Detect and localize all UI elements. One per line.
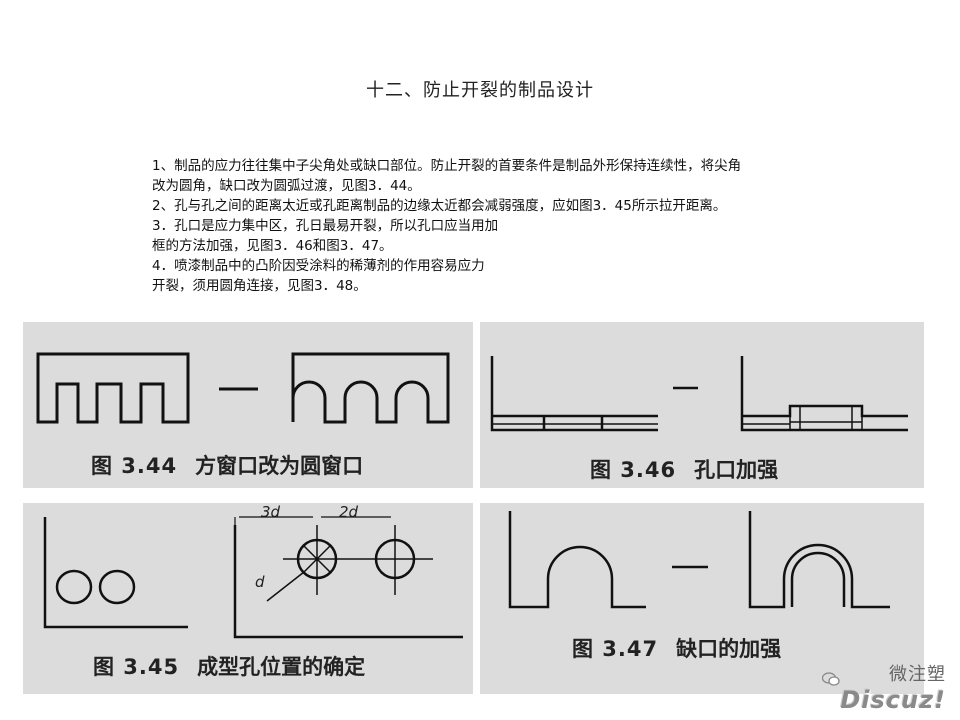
paragraph-line: 3．孔口是应力集中区，孔日最易开裂，所以孔口应当用加 [152, 218, 499, 234]
paragraph-line: 4．喷漆制品中的凸阶因受涂料的稀薄剂的作用容易应力 [152, 258, 485, 274]
fig-3-45-number: 图 3.45 [93, 655, 180, 679]
figure-3-46: 图 3.46 孔口加强 [480, 322, 924, 488]
fig-3-47-drawing [508, 511, 890, 609]
fig-3-47-caption: 图 3.47 缺口的加强 [572, 633, 781, 663]
fig-3-44-title: 方窗口改为圆窗口 [195, 454, 364, 478]
dim-2d-label: 2d [339, 503, 359, 521]
paragraph-line: 框的方法加强，见图3．46和图3．47。 [152, 238, 393, 254]
fig-3-45-title: 成型孔位置的确定 [197, 655, 366, 679]
fig-3-46-number: 图 3.46 [590, 458, 677, 482]
paragraph-line: 改为圆角，缺口改为圆弧过渡，见图3．44。 [152, 178, 421, 194]
fig-3-47-number: 图 3.47 [572, 637, 659, 661]
dim-3d-label: 3d [261, 503, 281, 521]
paragraph-line: 2、孔与孔之间的距离太近或孔距离制品的边缘太近都会减弱强度，应如图3．45所示拉… [152, 198, 727, 214]
watermark-logo: Discuz! [840, 686, 946, 714]
page-title: 十二、防止开裂的制品设计 [366, 80, 594, 101]
fig-3-44-drawing [36, 352, 450, 424]
figure-3-47: 图 3.47 缺口的加强 [480, 503, 924, 694]
figure-3-44: 图 3.44 方窗口改为圆窗口 [23, 322, 473, 488]
fig-3-46-caption: 图 3.46 孔口加强 [590, 454, 778, 484]
fig-3-46-title: 孔口加强 [694, 458, 779, 482]
figure-3-45: 3d 2d d 图 3.45 成型孔位置的确定 [23, 503, 473, 694]
wechat-icon [822, 672, 840, 686]
fig-3-45-caption: 图 3.45 成型孔位置的确定 [93, 651, 365, 681]
body-text: 1、制品的应力往往集中子尖角处或缺口部位。防止开裂的首要条件是制品外形保持连续性… [152, 156, 872, 296]
watermark-account: 微注塑 [889, 664, 946, 685]
watermark: 微注塑 Discuz! [840, 660, 946, 714]
paragraph-line: 1、制品的应力往往集中子尖角处或缺口部位。防止开裂的首要条件是制品外形保持连续性… [152, 158, 742, 174]
dim-d-label: d [255, 573, 265, 591]
fig-3-46-drawing [490, 356, 908, 432]
fig-3-44-number: 图 3.44 [91, 454, 178, 478]
fig-3-45-drawing [43, 516, 463, 639]
fig-3-47-title: 缺口的加强 [676, 637, 782, 661]
fig-3-44-caption: 图 3.44 方窗口改为圆窗口 [91, 450, 363, 480]
paragraph-line: 开裂，须用圆角连接，见图3．48。 [152, 278, 367, 294]
